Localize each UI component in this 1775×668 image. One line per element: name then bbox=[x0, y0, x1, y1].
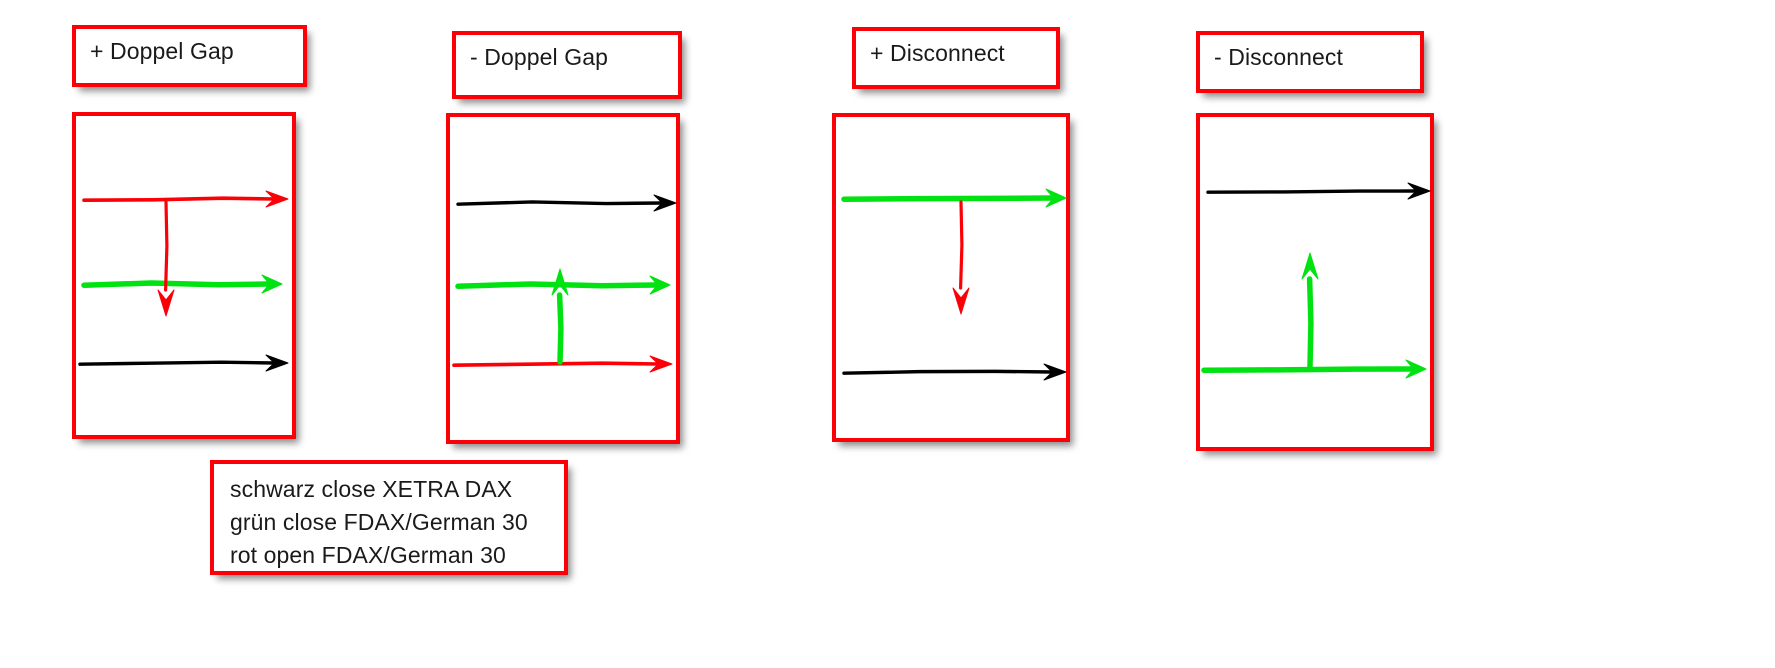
panel-minus-doppel-gap-strokes bbox=[452, 194, 677, 373]
panel-minus-disconnect-strokes bbox=[1201, 182, 1431, 379]
legend-line-2: rot open FDAX/German 30 bbox=[230, 542, 506, 568]
green-close-fdax-line bbox=[455, 281, 659, 289]
red-down-arrow-arrowhead bbox=[952, 287, 970, 315]
black-close-xetra-line-arrowhead bbox=[1407, 182, 1431, 200]
panel-plus-doppel-gap-strokes bbox=[78, 190, 289, 372]
black-close-xetra-line-arrowhead bbox=[265, 354, 289, 372]
green-up-arrow-shaft bbox=[1306, 276, 1314, 370]
panel-plus-doppel-gap bbox=[72, 112, 296, 439]
legend-box: schwarz close XETRA DAX grün close FDAX/G… bbox=[210, 460, 568, 575]
black-close-xetra-line bbox=[842, 369, 1054, 375]
title-label-plus-doppel-gap: + Doppel Gap bbox=[90, 38, 234, 64]
green-close-fdax-line bbox=[1201, 366, 1415, 373]
title-box-minus-disconnect: - Disconnect bbox=[1196, 31, 1424, 93]
title-box-minus-doppel-gap: - Doppel Gap bbox=[452, 31, 682, 99]
red-open-line bbox=[82, 196, 276, 202]
green-up-arrow-arrowhead bbox=[1301, 252, 1319, 280]
green-close-fdax-line-arrowhead bbox=[261, 274, 283, 294]
green-close-fdax-line-arrowhead bbox=[1405, 359, 1427, 379]
green-close-fdax-line bbox=[841, 195, 1055, 202]
title-box-plus-doppel-gap: + Doppel Gap bbox=[72, 25, 307, 87]
black-close-xetra-line bbox=[78, 360, 276, 366]
title-label-plus-disconnect: + Disconnect bbox=[870, 40, 1005, 66]
green-up-arrow-arrowhead bbox=[551, 268, 569, 296]
red-open-line bbox=[452, 361, 660, 367]
red-down-arrow-shaft bbox=[164, 200, 169, 292]
legend-line-1: grün close FDAX/German 30 bbox=[230, 509, 528, 535]
title-box-plus-disconnect: + Disconnect bbox=[852, 27, 1060, 89]
black-close-xetra-line-arrowhead bbox=[653, 194, 677, 212]
black-close-xetra-line bbox=[456, 200, 664, 206]
green-close-fdax-line-arrowhead bbox=[649, 275, 671, 295]
panel-plus-disconnect-strokes bbox=[841, 188, 1067, 381]
title-label-minus-disconnect: - Disconnect bbox=[1214, 44, 1344, 70]
title-label-minus-doppel-gap: - Doppel Gap bbox=[470, 44, 608, 70]
green-close-fdax-line bbox=[81, 280, 271, 288]
black-close-xetra-line-arrowhead bbox=[1043, 363, 1067, 381]
red-open-line-arrowhead bbox=[649, 355, 673, 373]
panel-minus-doppel-gap bbox=[446, 113, 680, 444]
panel-plus-disconnect bbox=[832, 113, 1070, 442]
red-down-arrow-arrowhead bbox=[157, 289, 175, 317]
panel-minus-disconnect bbox=[1196, 113, 1434, 451]
black-close-xetra-line bbox=[1206, 189, 1418, 194]
red-open-line-arrowhead bbox=[265, 190, 289, 208]
legend-line-0: schwarz close XETRA DAX bbox=[230, 476, 513, 502]
green-up-arrow-shaft bbox=[556, 292, 564, 365]
red-down-arrow-shaft bbox=[959, 200, 964, 290]
green-close-fdax-line-arrowhead bbox=[1045, 188, 1067, 208]
